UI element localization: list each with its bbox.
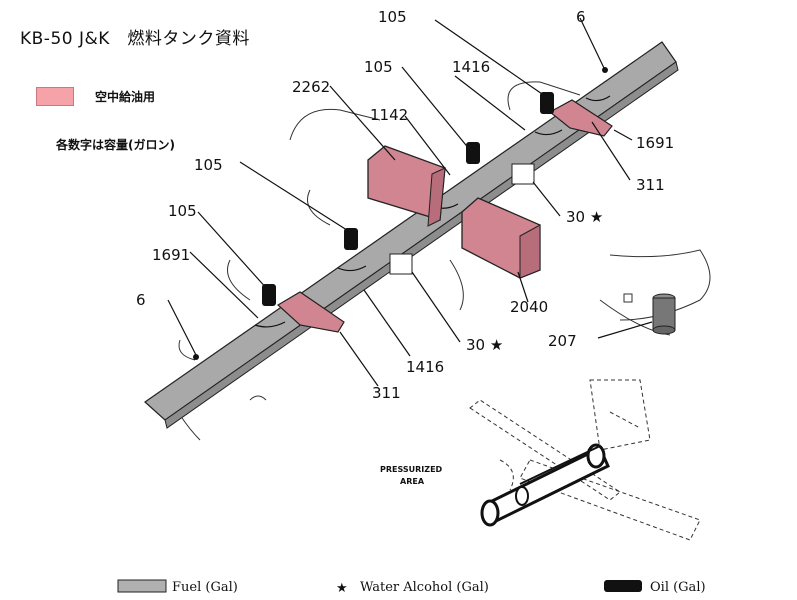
label-center: 1142 [370,106,408,124]
label-alcohol-right: 30 ★ [566,208,603,226]
page-title: KB-50 J&K 燃料タンク資料 [20,29,250,49]
symbol-key: Fuel (Gal) ★ Water Alcohol (Gal) Oil (Ga… [117,579,706,596]
key-water-label: Water Alcohol (Gal) [360,580,489,595]
label-oil-upper: 105 [364,58,393,76]
label-inner-right: 1416 [452,58,490,76]
refuel-tank-left [367,145,446,227]
key-fuel-label: Fuel (Gal) [172,580,238,595]
label-wingtip-right: 6 [576,8,586,26]
aircraft-sketch: PRESSURIZED AREA [380,379,701,541]
label-outer-left: 1691 [152,246,190,264]
pressurized-label-1: PRESSURIZED [380,465,443,474]
label-oil-lower: 105 [168,202,197,220]
tip-tank-left [276,291,345,333]
label-oil-top: 105 [378,8,407,26]
legend-label-refuel: 空中給油用 [95,90,156,104]
tip-tank-right [548,99,613,137]
capacity-labels: 105 6 105 1416 2262 1142 1691 105 311 10… [136,8,674,402]
pressurized-label-2: AREA [400,477,425,486]
label-alcohol-left: 30 ★ [466,336,503,354]
oil-tanks [262,92,554,306]
key-oil-label: Oil (Gal) [650,580,706,595]
body-oil-tank [652,293,676,335]
label-oil-body: 207 [548,332,577,350]
capacity-note: 各数字は容量(ガロン) [56,138,175,152]
label-oil-mid: 105 [194,156,223,174]
label-refuel-right: 2040 [510,298,548,316]
label-tip-tank-left: 311 [372,384,401,402]
label-outer-right: 1691 [636,134,674,152]
label-tip-tank-right: 311 [636,176,665,194]
leader-lines [167,17,653,387]
key-fuel-swatch [117,579,167,593]
wing-edge [164,61,679,429]
label-inner-left: 1416 [406,358,444,376]
legend-swatch-refuel [36,87,74,106]
refuel-tank-right [461,197,541,279]
label-refuel-left: 2262 [292,78,330,96]
label-wingtip-left: 6 [136,291,146,309]
aircraft-outline [178,81,711,441]
key-oil-swatch [604,580,642,592]
water-alcohol-tanks [389,163,535,275]
key-star-icon: ★ [336,581,348,596]
